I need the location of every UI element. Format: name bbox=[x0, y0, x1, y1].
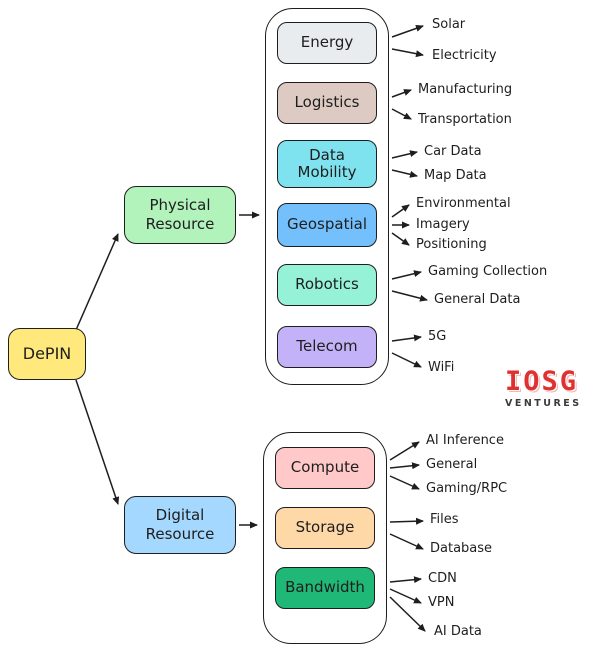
leaf-transportation: Transportation bbox=[418, 112, 512, 127]
arrow-depin-digital bbox=[75, 379, 120, 505]
category-robotics: Robotics bbox=[277, 264, 377, 306]
leaf-vpn: VPN bbox=[428, 595, 455, 610]
node-physical-resource-label: Physical Resource bbox=[145, 196, 215, 233]
category-telecom-label: Telecom bbox=[296, 337, 358, 356]
leaf-map-data: Map Data bbox=[424, 168, 487, 183]
leaf-general: General bbox=[426, 457, 478, 472]
arrow-energy-solar bbox=[391, 25, 424, 38]
leaf-environmental: Environmental bbox=[416, 196, 511, 211]
node-physical-resource: Physical Resource bbox=[124, 186, 236, 244]
arrow-robotics-generaldata bbox=[391, 290, 428, 302]
arrow-bandwidth-cdn bbox=[389, 576, 422, 584]
category-compute: Compute bbox=[275, 447, 375, 489]
node-depin: DePIN bbox=[8, 328, 86, 380]
arrow-compute-aiinference bbox=[389, 441, 420, 461]
leaf-cdn: CDN bbox=[428, 571, 457, 586]
leaf-gaming-rpc: Gaming/RPC bbox=[426, 481, 508, 496]
leaf-imagery: Imagery bbox=[416, 217, 470, 232]
category-energy: Energy bbox=[277, 22, 377, 64]
arrow-storage-files bbox=[389, 517, 424, 525]
leaf-electricity: Electricity bbox=[432, 48, 497, 63]
leaf-positioning: Positioning bbox=[416, 237, 487, 252]
category-bandwidth-label: Bandwidth bbox=[285, 578, 365, 597]
arrow-storage-database bbox=[389, 533, 424, 550]
category-geospatial: Geospatial bbox=[277, 203, 377, 247]
leaf-manufacturing: Manufacturing bbox=[418, 82, 513, 97]
arrow-datamobility-cardata bbox=[391, 150, 418, 159]
leaf-5g: 5G bbox=[428, 329, 447, 344]
arrow-telecom-wifi bbox=[391, 352, 422, 368]
category-logistics-label: Logistics bbox=[294, 93, 360, 112]
iosg-logo-subtitle: VENTURES bbox=[505, 398, 582, 409]
arrow-compute-general bbox=[389, 462, 420, 470]
category-logistics: Logistics bbox=[277, 82, 377, 124]
category-storage: Storage bbox=[275, 507, 375, 549]
arrow-logistics-transportation bbox=[391, 108, 412, 120]
category-energy-label: Energy bbox=[300, 33, 354, 52]
leaf-gaming-collection: Gaming Collection bbox=[428, 264, 548, 279]
arrow-robotics-gamingcollection bbox=[391, 270, 422, 280]
category-geospatial-label: Geospatial bbox=[287, 215, 367, 234]
category-data-mobility-label: Data Mobility bbox=[297, 145, 357, 181]
category-robotics-label: Robotics bbox=[295, 275, 359, 294]
leaf-files: Files bbox=[430, 512, 459, 527]
node-digital-resource: Digital Resource bbox=[124, 496, 236, 554]
leaf-database: Database bbox=[430, 541, 493, 556]
node-digital-resource-label: Digital Resource bbox=[145, 506, 215, 543]
category-telecom: Telecom bbox=[277, 326, 377, 368]
arrow-telecom-5g bbox=[391, 334, 422, 342]
arrow-geospatial-positioning bbox=[391, 232, 410, 246]
category-data-mobility: Data Mobility bbox=[277, 140, 377, 188]
iosg-ventures-logo: IOSG VENTURES bbox=[505, 366, 600, 410]
category-bandwidth: Bandwidth bbox=[275, 567, 375, 609]
category-compute-label: Compute bbox=[290, 458, 360, 477]
arrow-datamobility-mapdata bbox=[391, 169, 418, 178]
leaf-wifi: WiFi bbox=[428, 360, 455, 375]
arrow-compute-gamingrpc bbox=[389, 475, 420, 490]
arrow-bandwidth-aidata bbox=[389, 596, 426, 632]
leaf-ai-inference: AI Inference bbox=[426, 433, 504, 448]
iosg-logo-text: IOSG bbox=[505, 366, 579, 397]
arrow-energy-electricity bbox=[391, 48, 424, 58]
leaf-ai-data: AI Data bbox=[434, 624, 482, 639]
leaf-car-data: Car Data bbox=[424, 144, 482, 159]
leaf-general-data: General Data bbox=[434, 292, 521, 307]
node-depin-label: DePIN bbox=[22, 344, 72, 363]
arrow-bandwidth-vpn bbox=[389, 588, 422, 604]
arrow-logistics-manufacturing bbox=[391, 89, 412, 98]
arrow-depin-physical bbox=[75, 233, 119, 331]
leaf-solar: Solar bbox=[432, 17, 466, 32]
arrow-geospatial-environmental bbox=[391, 204, 410, 218]
physical-group-container bbox=[265, 8, 389, 385]
category-storage-label: Storage bbox=[295, 518, 355, 537]
